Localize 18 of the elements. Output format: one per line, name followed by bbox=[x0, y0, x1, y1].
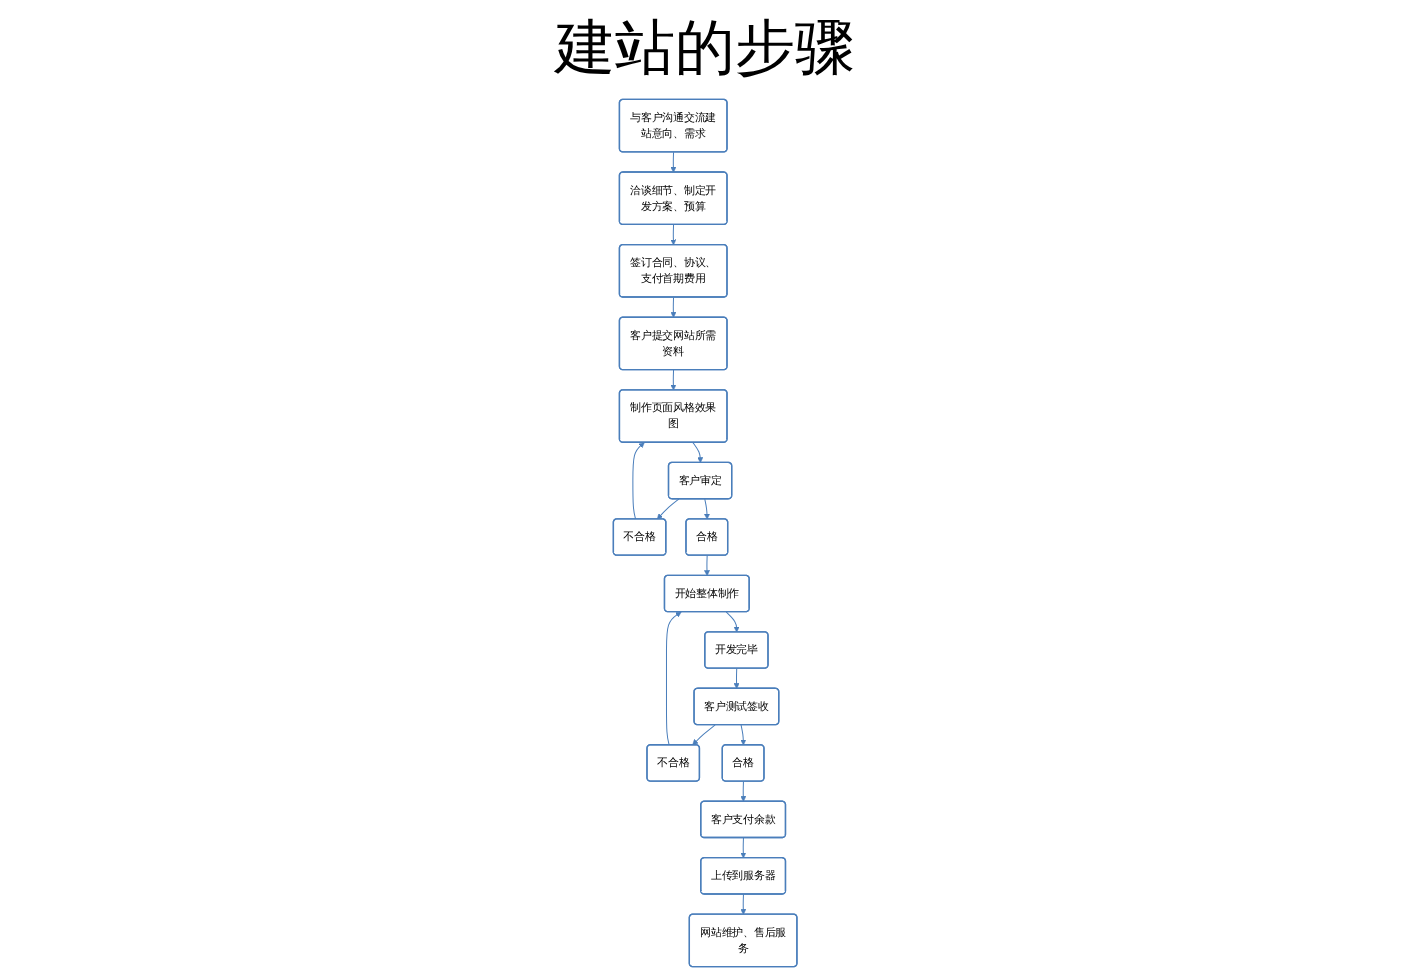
arrow bbox=[692, 724, 716, 746]
arrow bbox=[670, 224, 677, 246]
arrow bbox=[665, 611, 682, 746]
arrow bbox=[740, 893, 747, 915]
arrow bbox=[670, 296, 677, 318]
arrow bbox=[656, 498, 680, 520]
arrow bbox=[632, 442, 645, 520]
diagram-title: 建站的步骤 bbox=[555, 12, 855, 88]
arrow bbox=[740, 780, 747, 802]
arrow bbox=[670, 151, 677, 173]
arrow bbox=[725, 611, 740, 633]
arrow bbox=[692, 442, 704, 463]
arrow bbox=[740, 724, 747, 746]
arrow bbox=[703, 555, 710, 576]
arrow bbox=[733, 667, 740, 689]
arrow bbox=[740, 837, 747, 859]
arrow bbox=[670, 369, 677, 391]
arrow bbox=[703, 498, 710, 520]
